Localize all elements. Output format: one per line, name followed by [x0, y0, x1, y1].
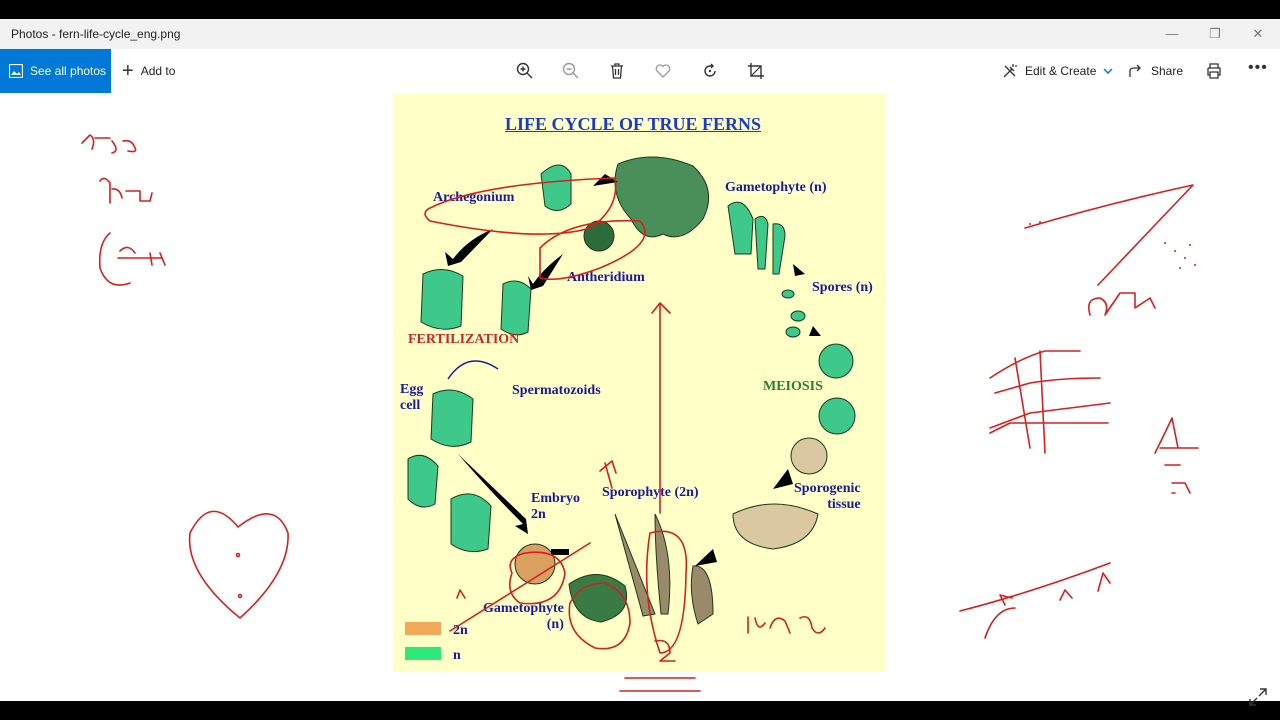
- share-label: Share: [1151, 64, 1184, 78]
- window-title: Photos - fern-life-cycle_eng.png: [11, 27, 181, 41]
- see-all-photos-label: See all photos: [30, 64, 107, 78]
- label-egg-cell: Egg cell: [400, 382, 424, 413]
- legend-swatch-n: [405, 647, 441, 660]
- add-to-label: Add to: [140, 64, 176, 78]
- share-icon: [1129, 64, 1141, 77]
- edit-create-label: Edit & Create: [1025, 64, 1097, 78]
- favorite-icon[interactable]: [653, 61, 673, 81]
- add-to-button[interactable]: + Add to: [122, 49, 175, 93]
- plus-icon: +: [122, 60, 134, 82]
- title-bar: Photos - fern-life-cycle_eng.png — ❐ ✕: [0, 19, 1280, 49]
- zoom-in-icon[interactable]: [515, 61, 535, 81]
- minimize-icon[interactable]: —: [1165, 26, 1179, 41]
- more-icon[interactable]: •••: [1248, 59, 1268, 76]
- print-icon[interactable]: [1204, 61, 1224, 81]
- label-embryo: Embryo 2n: [531, 491, 580, 522]
- rotate-icon[interactable]: [700, 61, 720, 81]
- label-spores: Spores (n): [812, 280, 873, 295]
- photo-canvas[interactable]: LIFE CYCLE OF TRUE FERNS Archegonium Gam…: [0, 93, 1280, 706]
- label-sporophyte: Sporophyte (2n): [602, 485, 699, 500]
- label-fertilization: FERTILIZATION: [408, 332, 520, 347]
- diagram-title: LIFE CYCLE OF TRUE FERNS: [505, 114, 762, 134]
- toolbar: See all photos + Add to: [0, 49, 1280, 93]
- chevron-down-icon: [1103, 68, 1113, 75]
- photos-icon: [9, 64, 23, 78]
- edit-icon: [1003, 64, 1017, 78]
- restore-icon[interactable]: ❐: [1209, 26, 1221, 41]
- photos-window: Photos - fern-life-cycle_eng.png — ❐ ✕ S…: [0, 19, 1280, 706]
- share-button[interactable]: Share: [1128, 49, 1183, 93]
- close-icon[interactable]: ✕: [1252, 26, 1264, 41]
- label-sporogenic-tissue: Sporogenic tissue: [794, 481, 861, 512]
- label-archegonium: Archegonium: [433, 190, 515, 205]
- diagram-illustration: [407, 156, 856, 625]
- edit-create-button[interactable]: Edit & Create: [1002, 49, 1113, 93]
- label-meiosis: MEIOSIS: [763, 379, 823, 394]
- see-all-photos-button[interactable]: See all photos: [0, 49, 111, 93]
- label-gametophyte-top: Gametophyte (n): [725, 180, 827, 195]
- zoom-out-icon[interactable]: [561, 61, 581, 81]
- legend-swatch-2n: [405, 622, 441, 635]
- fern-life-cycle-image: LIFE CYCLE OF TRUE FERNS Archegonium Gam…: [393, 94, 886, 671]
- label-spermatozoids: Spermatozoids: [512, 383, 601, 398]
- label-gametophyte-bottom: Gametophyte (n): [483, 601, 564, 632]
- fullscreen-icon[interactable]: [1248, 687, 1268, 707]
- crop-icon[interactable]: [746, 61, 766, 81]
- delete-icon[interactable]: [607, 61, 627, 81]
- legend-label-n: n: [453, 648, 461, 663]
- label-antheridium: Antheridium: [567, 270, 645, 285]
- legend-label-2n: 2n: [453, 623, 468, 638]
